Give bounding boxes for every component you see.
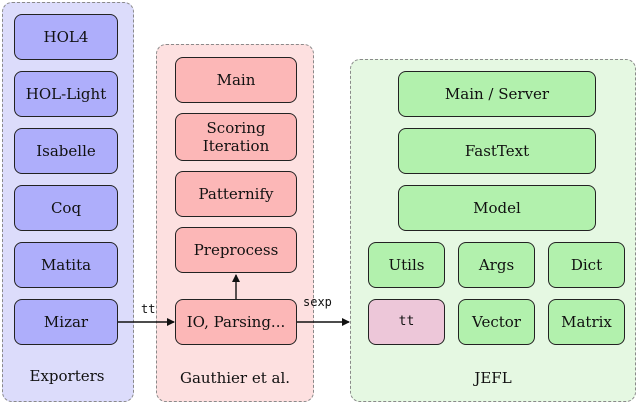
model-box: Model (398, 185, 596, 231)
patternify-box: Patternify (175, 171, 297, 217)
vector-box: Vector (458, 299, 535, 345)
isabelle-box: Isabelle (14, 128, 118, 174)
dict-box: Dict (548, 242, 625, 288)
main-box: Main (175, 57, 297, 103)
jefl-label: JEFL (474, 369, 512, 387)
matrix-box: Matrix (548, 299, 625, 345)
fasttext-box: FastText (398, 128, 596, 174)
main-server-box: Main / Server (398, 71, 596, 117)
utils-box: Utils (368, 242, 445, 288)
preprocess-box: Preprocess (175, 227, 297, 273)
mizar-box: Mizar (14, 299, 118, 345)
matita-box: Matita (14, 242, 118, 288)
coq-box: Coq (14, 185, 118, 231)
hol-light-box: HOL-Light (14, 71, 118, 117)
args-box: Args (458, 242, 535, 288)
io-parsing-box: IO, Parsing... (175, 299, 297, 345)
edge-label-tt: tt (141, 302, 156, 316)
tt-box: tt (368, 299, 445, 345)
gauthier-label: Gauthier et al. (179, 369, 291, 387)
edge-label-sexp: sexp (303, 295, 332, 309)
scoring-iteration-box: Scoring Iteration (175, 113, 297, 161)
exporters-label: Exporters (29, 367, 105, 385)
hol4-box: HOL4 (14, 14, 118, 60)
